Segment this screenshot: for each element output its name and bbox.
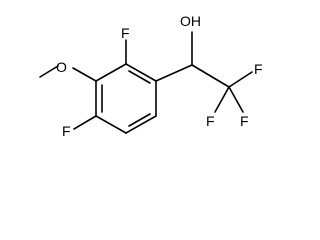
bond-cf3-f-bottom-right bbox=[228, 86, 244, 113]
fluorine-label-ring-bottom: F bbox=[62, 123, 71, 139]
chemical-structure-diagram: F O F OH F F F bbox=[39, 13, 263, 139]
bond-c2-choh bbox=[155, 64, 193, 82]
ring-bond-c6-c1 bbox=[95, 63, 127, 82]
ring-bond-c4-c5 bbox=[95, 115, 127, 134]
bond-c5-f bbox=[73, 115, 97, 130]
bond-cf3-f-right bbox=[228, 71, 253, 88]
methoxy-oxygen-label: O bbox=[56, 59, 67, 75]
ring-bond-c3-c4 bbox=[125, 115, 157, 134]
fluorine-label-ring-top: F bbox=[121, 25, 130, 41]
fluorine-label-cf3-bottom-left: F bbox=[206, 113, 215, 129]
hydroxyl-label: OH bbox=[180, 13, 201, 29]
benzene-ring bbox=[95, 63, 157, 134]
bond-o-methyl bbox=[39, 65, 59, 78]
ring-double-bond-c3-c4 bbox=[128, 113, 151, 127]
fluorine-label-cf3-right: F bbox=[254, 61, 263, 77]
ring-bond-c1-c2 bbox=[125, 63, 157, 82]
bond-cf3-f-bottom-left bbox=[214, 86, 230, 113]
fluorine-label-cf3-bottom-right: F bbox=[240, 113, 249, 129]
ring-double-bond-c1-c2 bbox=[128, 70, 151, 84]
bond-c6-o bbox=[72, 67, 97, 82]
bond-choh-cf3 bbox=[191, 64, 230, 88]
